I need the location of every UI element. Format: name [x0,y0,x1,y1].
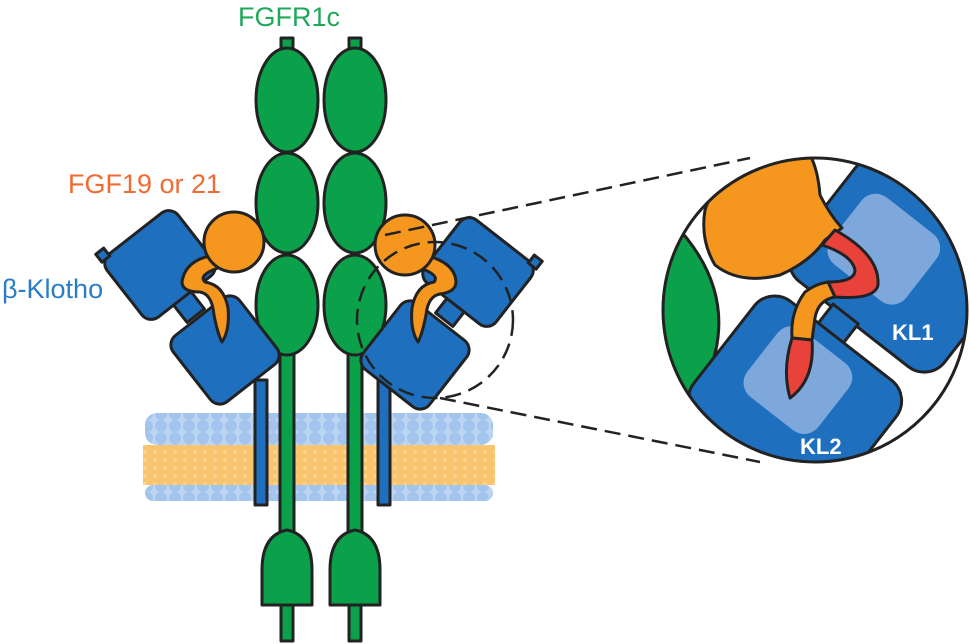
beta-klotho-label: β-Klotho [2,274,103,304]
fgfr-kinase-domain [328,528,382,607]
inset-border [661,156,969,464]
beta-klotho-left [94,209,281,507]
klotho-transmembrane [253,378,269,507]
fgfr-d3-domain [254,253,320,357]
inset-kl1-label: KL1 [892,320,934,345]
klotho-kl2-domain [169,294,281,406]
fgf-ligand-tail [180,253,230,344]
fgfr-d2-domain [322,151,388,255]
fgfr-tail [279,603,295,643]
membrane-hydrophobic-core [143,445,495,485]
klotho-knob [94,246,112,264]
fgf-ligand-label: FGF19 or 21 [68,169,221,199]
fgf-ligand-head [373,213,437,277]
klotho-knob [526,253,544,271]
magnifier-source-circle [355,240,515,400]
klotho-kl1-domain [421,216,535,328]
membrane-outer-leaflet [145,413,493,445]
klotho-transmembrane [376,378,392,507]
fgfr-d1-domain [254,46,320,154]
fgf-ligand-tail [410,253,458,344]
inset-fgf-head [702,158,844,280]
fgfr-d2-domain [254,151,320,255]
fgfr1c-label: FGFR1c [238,2,340,32]
inset-fgf-c-terminus-kl2 [785,336,814,400]
fgfr1c-receptor-left [254,36,320,643]
inset-fgfr-domain [663,208,721,412]
magnifier-line-top [384,156,751,237]
cell-membrane [143,413,495,501]
zoom-inset: KL1 KL2 [661,156,969,464]
fgfr-tail [347,603,363,643]
fgfr1c-receptor-right [322,36,388,643]
inset-kl2-label: KL2 [800,434,842,459]
fgfr-kinase-domain [260,528,314,607]
magnifier-line-bottom [439,396,761,464]
fgfr-transmembrane [346,338,364,542]
beta-klotho-right [359,213,544,507]
klotho-kl1-domain [103,209,217,321]
fgfr-d3-domain [322,253,388,357]
membrane-inner-leaflet [145,485,493,501]
fgfr-transmembrane [278,338,296,542]
inset-fgf-linker [790,280,837,342]
fgf-ligand-head [202,210,266,274]
fgfr-d1-domain [322,46,388,154]
